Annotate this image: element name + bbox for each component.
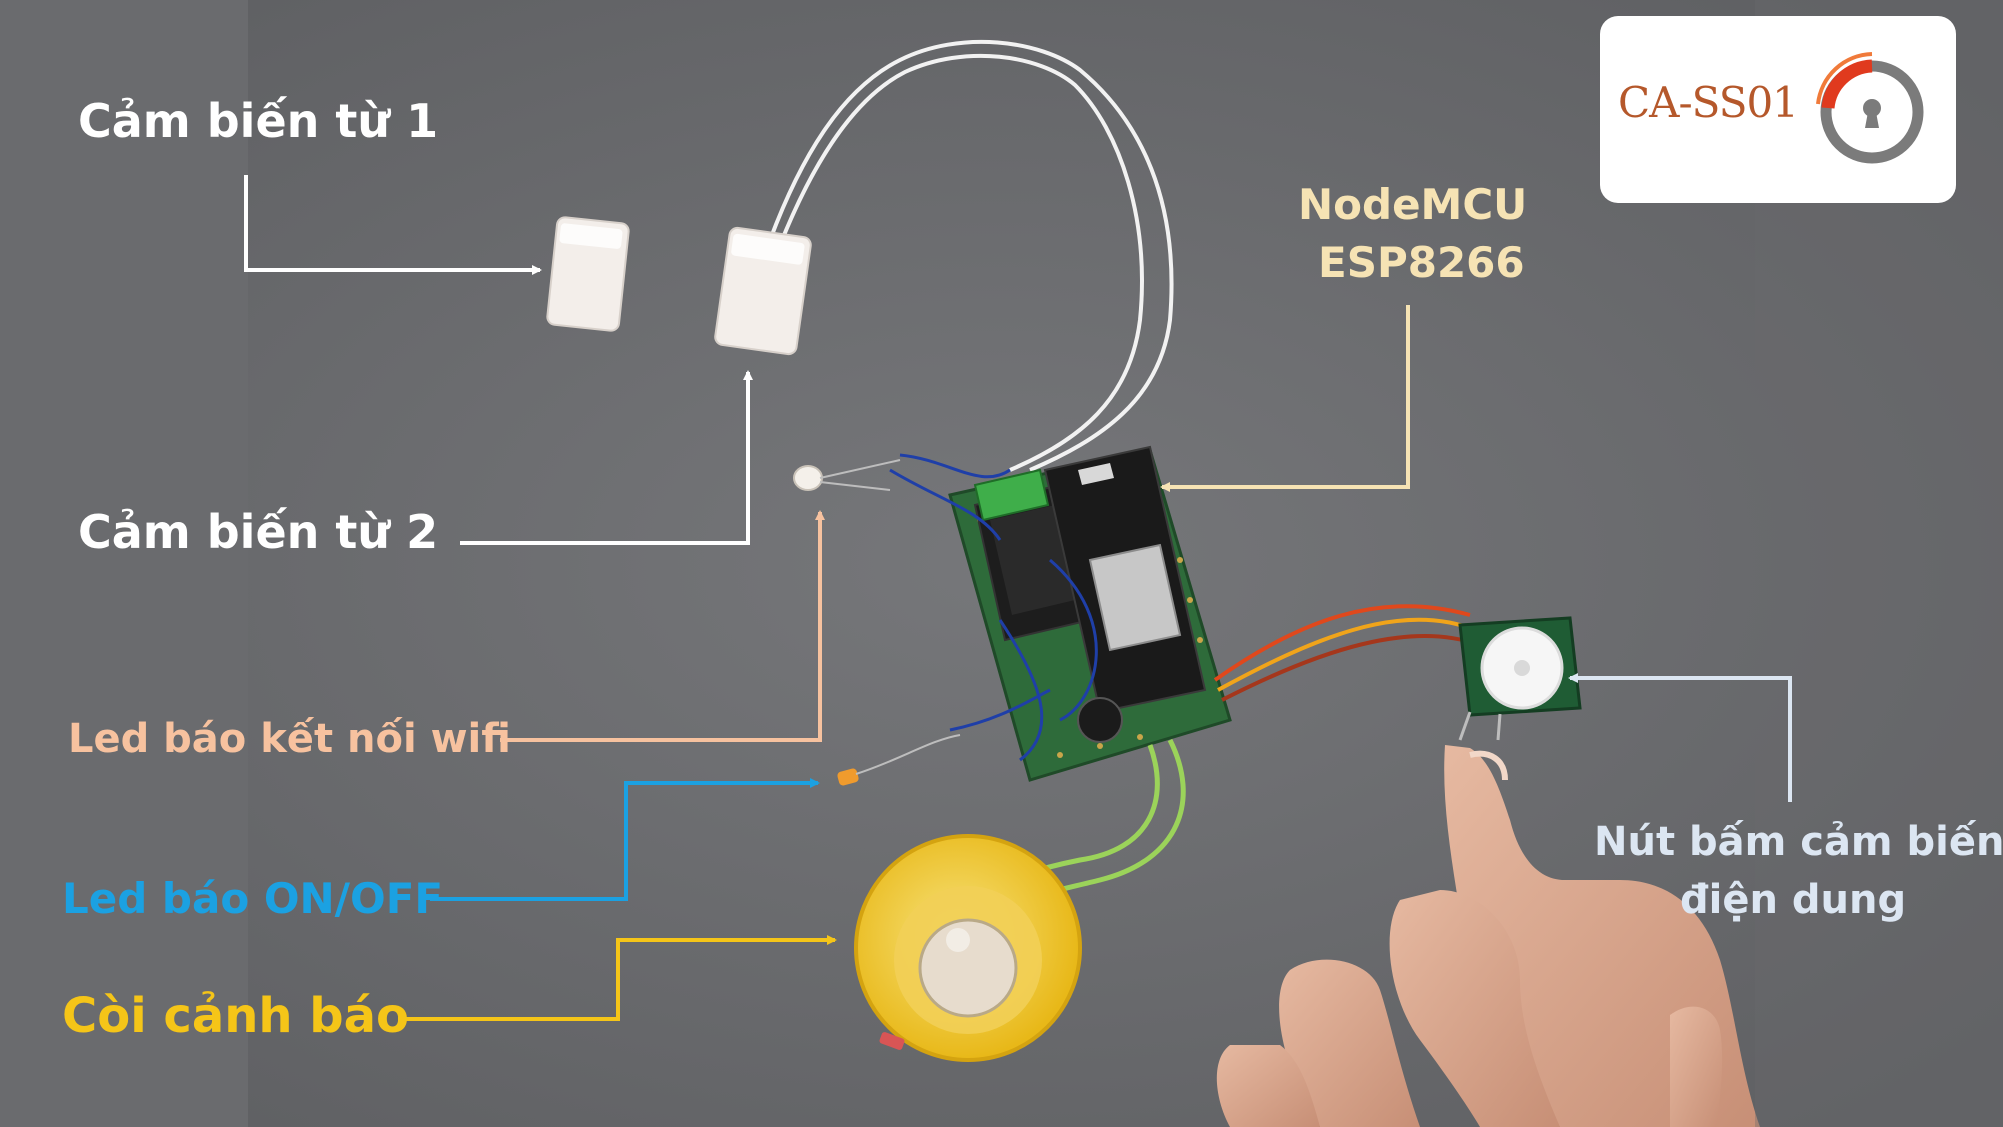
logo-text: CA-SS01 [1618, 78, 1799, 127]
onoff-led [837, 734, 961, 786]
label-onoff-led: Led báo ON/OFF [62, 874, 444, 923]
label-nodemcu-line2: ESP8266 [1318, 238, 1525, 287]
label-wifi-led: Led báo kết nối wifi [68, 716, 511, 762]
logo-badge: CA-SS01 [1600, 16, 1956, 203]
label-sensor-1: Cảm biến từ 1 [78, 94, 439, 148]
capacitive-button-module [1458, 616, 1582, 741]
label-sensor-2: Cảm biến từ 2 [78, 505, 439, 559]
magnetic-sensor-2 [714, 226, 812, 356]
label-button-line2: điện dung [1680, 877, 1907, 923]
wifi-led [793, 459, 901, 491]
sensor-wires [768, 39, 1174, 472]
keyhole-lock-icon [1816, 52, 1924, 164]
buzzer [854, 834, 1082, 1062]
left-panel-shade [0, 0, 248, 1127]
magnetic-sensor-1 [546, 216, 630, 332]
label-buzzer: Còi cảnh báo [62, 988, 409, 1044]
controller-board [889, 445, 1232, 782]
label-button-line1: Nút bấm cảm biến [1594, 819, 2003, 865]
button-wires [1213, 604, 1481, 702]
callout-lines [244, 175, 1792, 1021]
hand-illustration [1216, 745, 1760, 1127]
label-nodemcu-line1: NodeMCU [1298, 180, 1528, 229]
